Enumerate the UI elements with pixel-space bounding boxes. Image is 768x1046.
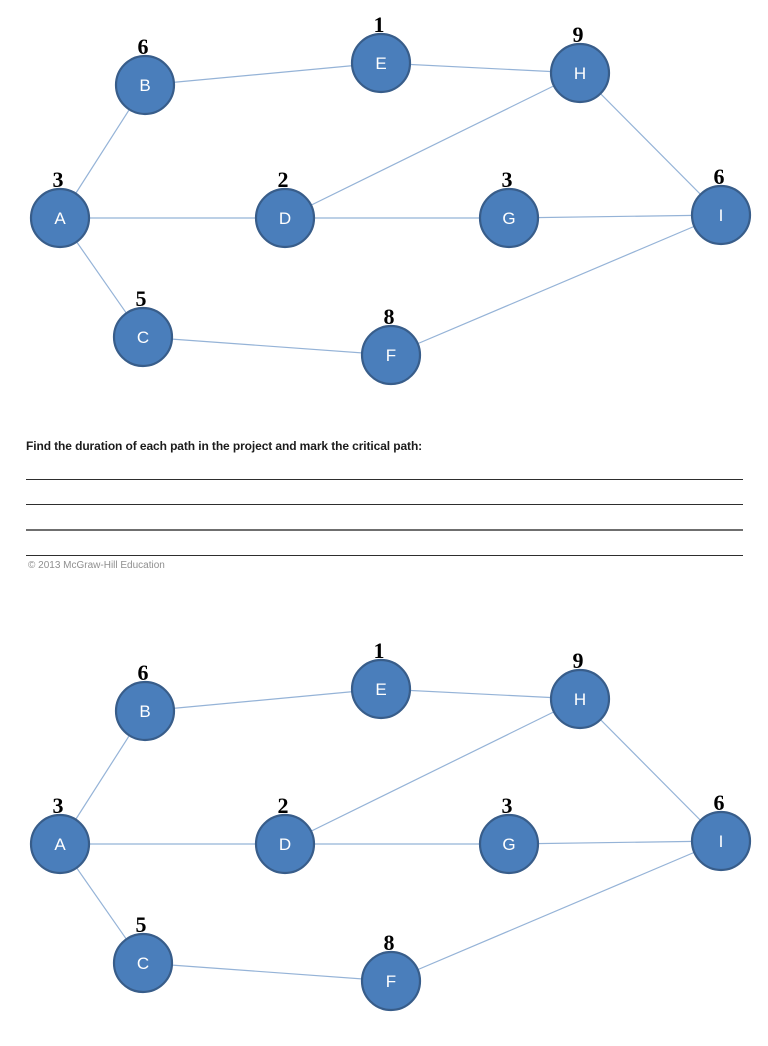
- activity-node-E: E1: [350, 638, 412, 720]
- activity-node-H: H9: [549, 22, 611, 104]
- node-label-F: F: [386, 346, 396, 365]
- node-label-G: G: [502, 835, 515, 854]
- node-circle-H: [549, 668, 611, 730]
- edge-C-F: [142, 962, 392, 982]
- node-duration-F: 8: [384, 930, 395, 955]
- node-duration-F: 8: [384, 304, 395, 329]
- node-circle-D: [254, 187, 316, 249]
- edge-C-F: [142, 336, 392, 356]
- node-duration-D: 2: [278, 793, 289, 818]
- node-label-G: G: [502, 209, 515, 228]
- node-duration-E: 1: [374, 12, 385, 37]
- node-label-E: E: [375, 680, 386, 699]
- edge-H-I: [579, 698, 722, 842]
- node-label-F: F: [386, 972, 396, 991]
- node-label-H: H: [574, 690, 586, 709]
- edge-F-I: [390, 840, 722, 982]
- edge-G-I: [508, 214, 722, 219]
- activity-node-D: D2: [254, 793, 316, 875]
- node-duration-C: 5: [136, 286, 147, 311]
- node-duration-A: 3: [53, 793, 64, 818]
- node-circle-H: [549, 42, 611, 104]
- activity-node-E: E1: [350, 12, 412, 94]
- edge-H-I: [579, 72, 722, 216]
- node-duration-A: 3: [53, 167, 64, 192]
- activity-node-I: I6: [690, 790, 752, 872]
- activity-node-G: G3: [478, 167, 540, 249]
- activity-node-D: D2: [254, 167, 316, 249]
- copyright-text: © 2013 McGraw-Hill Education: [28, 560, 165, 571]
- node-label-I: I: [719, 832, 724, 851]
- node-duration-B: 6: [138, 660, 149, 685]
- activity-node-B: B6: [114, 660, 176, 742]
- edge-F-I: [390, 214, 722, 356]
- node-circle-G: [478, 187, 540, 249]
- node-label-A: A: [54, 835, 66, 854]
- node-label-E: E: [375, 54, 386, 73]
- node-label-C: C: [137, 954, 149, 973]
- node-circle-C: [112, 932, 174, 994]
- edge-G-I: [508, 840, 722, 845]
- activity-node-F: F8: [360, 930, 422, 1012]
- node-circle-G: [478, 813, 540, 875]
- answer-line-2: [26, 504, 743, 505]
- node-circle-F: [360, 324, 422, 386]
- node-label-D: D: [279, 209, 291, 228]
- edge-E-H: [380, 62, 581, 74]
- edge-D-H: [284, 72, 581, 219]
- node-label-A: A: [54, 209, 66, 228]
- node-duration-E: 1: [374, 638, 385, 663]
- node-circle-D: [254, 813, 316, 875]
- node-circle-I: [690, 810, 752, 872]
- node-duration-B: 6: [138, 34, 149, 59]
- node-circle-E: [350, 658, 412, 720]
- node-duration-I: 6: [714, 790, 725, 815]
- node-circle-I: [690, 184, 752, 246]
- node-duration-C: 5: [136, 912, 147, 937]
- node-label-H: H: [574, 64, 586, 83]
- activity-node-G: G3: [478, 793, 540, 875]
- answer-line-3: [26, 529, 743, 531]
- node-label-I: I: [719, 206, 724, 225]
- node-label-B: B: [139, 76, 150, 95]
- node-circle-A: [29, 187, 91, 249]
- answer-line-1: [26, 479, 743, 480]
- node-duration-H: 9: [573, 22, 584, 47]
- node-circle-F: [360, 950, 422, 1012]
- edge-D-H: [284, 698, 581, 845]
- node-label-B: B: [139, 702, 150, 721]
- edge-B-E: [144, 62, 382, 86]
- activity-node-I: I6: [690, 164, 752, 246]
- activity-node-A: A3: [29, 793, 91, 875]
- node-circle-A: [29, 813, 91, 875]
- edge-B-E: [144, 688, 382, 712]
- node-duration-D: 2: [278, 167, 289, 192]
- answer-line-4: [26, 555, 743, 556]
- activity-node-C: C5: [112, 912, 174, 994]
- node-label-C: C: [137, 328, 149, 347]
- node-circle-B: [114, 680, 176, 742]
- node-duration-I: 6: [714, 164, 725, 189]
- activity-node-B: B6: [114, 34, 176, 116]
- node-label-D: D: [279, 835, 291, 854]
- node-duration-G: 3: [502, 167, 513, 192]
- activity-node-F: F8: [360, 304, 422, 386]
- node-circle-C: [112, 306, 174, 368]
- activity-node-C: C5: [112, 286, 174, 368]
- activity-node-A: A3: [29, 167, 91, 249]
- node-duration-G: 3: [502, 793, 513, 818]
- node-circle-B: [114, 54, 176, 116]
- question-text: Find the duration of each path in the pr…: [26, 439, 423, 453]
- edge-E-H: [380, 688, 581, 700]
- activity-node-H: H9: [549, 648, 611, 730]
- node-duration-H: 9: [573, 648, 584, 673]
- node-circle-E: [350, 32, 412, 94]
